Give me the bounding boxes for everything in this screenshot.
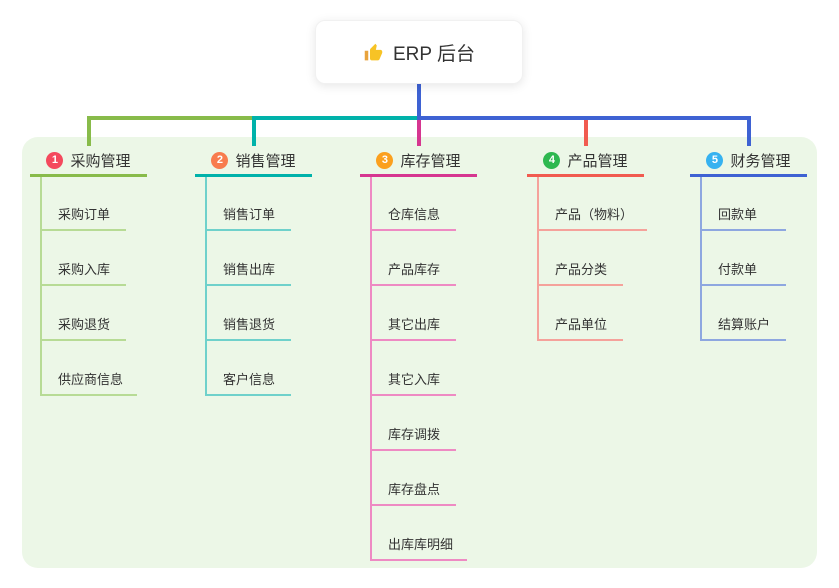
child-topic-label: 其它入库 — [388, 372, 441, 387]
child-topic[interactable]: 采购订单 — [40, 177, 126, 231]
child-topic[interactable]: 客户信息 — [205, 341, 291, 396]
child-topic[interactable]: 采购退货 — [40, 286, 126, 341]
branch-number-badge: 4 — [543, 151, 561, 169]
branch-connector-line — [205, 177, 207, 396]
branch-connector-line — [700, 177, 702, 341]
branch-topic-label: 财务管理 — [730, 152, 791, 170]
child-topic[interactable]: 其它出库 — [370, 286, 456, 341]
connector-line — [251, 116, 421, 120]
child-topic-label: 供应商信息 — [58, 372, 124, 387]
child-topic-label: 出库库明细 — [388, 537, 454, 552]
child-topic-label: 库存调拨 — [388, 427, 441, 442]
branch-children: 产品（物料） 产品分类产品单位 — [537, 177, 648, 341]
branch-column-2: 2 销售管理 销售订单销售出库销售退货客户信息 — [195, 146, 312, 396]
child-topic-label: 库存盘点 — [388, 482, 441, 497]
branch-topic-label: 销售管理 — [235, 152, 296, 170]
child-topic-label: 产品（物料） — [555, 207, 634, 222]
child-topic[interactable]: 产品分类 — [537, 231, 623, 286]
child-topic[interactable]: 产品单位 — [537, 286, 623, 341]
branch-number-badge: 5 — [706, 151, 724, 169]
branch-children: 采购订单采购入库采购退货供应商信息 — [40, 177, 138, 396]
child-topic[interactable]: 库存调拨 — [370, 396, 456, 451]
child-topic[interactable]: 库存盘点 — [370, 451, 456, 506]
connector-line — [86, 120, 91, 146]
branch-children: 回款单付款单结算账户 — [700, 177, 786, 341]
root-node[interactable]: ERP 后台 — [315, 20, 523, 84]
child-topic-label: 采购订单 — [58, 207, 111, 222]
child-topic-label: 采购退货 — [58, 317, 111, 332]
child-topic[interactable]: 供应商信息 — [40, 341, 138, 396]
branch-column-1: 1 采购管理 采购订单采购入库采购退货供应商信息 — [30, 146, 147, 396]
child-topic-label: 客户信息 — [223, 372, 276, 387]
branches-panel — [22, 137, 817, 568]
child-topic[interactable]: 销售订单 — [205, 177, 291, 231]
branch-column-5: 5 财务管理 回款单付款单结算账户 — [690, 146, 807, 341]
child-topic[interactable]: 其它入库 — [370, 341, 456, 396]
child-topic[interactable]: 产品库存 — [370, 231, 456, 286]
child-topic[interactable]: 销售出库 — [205, 231, 291, 286]
branch-connector-line — [537, 177, 539, 341]
connector-line — [746, 120, 751, 146]
child-topic[interactable]: 出库库明细 — [370, 506, 468, 561]
child-topic-label: 付款单 — [718, 262, 758, 277]
connector-line — [86, 116, 254, 120]
child-topic-label: 产品分类 — [555, 262, 608, 277]
branch-topic[interactable]: 4 产品管理 — [527, 146, 644, 177]
root-title: ERP 后台 — [392, 43, 475, 65]
child-topic[interactable]: 回款单 — [700, 177, 786, 231]
branch-number-badge: 1 — [46, 151, 64, 169]
branch-connector-line — [40, 177, 42, 396]
child-topic[interactable]: 付款单 — [700, 231, 786, 286]
child-topic-label: 采购入库 — [58, 262, 111, 277]
branch-topic[interactable]: 5 财务管理 — [690, 146, 807, 177]
child-topic-label: 其它出库 — [388, 317, 441, 332]
branch-connector-line — [370, 177, 372, 561]
branch-column-4: 4 产品管理 产品（物料） 产品分类产品单位 — [527, 146, 648, 341]
branch-topic-label: 产品管理 — [567, 152, 628, 170]
branch-topic[interactable]: 2 销售管理 — [195, 146, 312, 177]
child-topic-label: 仓库信息 — [388, 207, 441, 222]
child-topic[interactable]: 采购入库 — [40, 231, 126, 286]
branch-children: 仓库信息产品库存其它出库其它入库库存调拨库存盘点出库库明细 — [370, 177, 468, 561]
branch-topic-label: 采购管理 — [70, 152, 131, 170]
connector-line — [251, 120, 256, 146]
child-topic[interactable]: 销售退货 — [205, 286, 291, 341]
branch-topic[interactable]: 1 采购管理 — [30, 146, 147, 177]
child-topic[interactable]: 仓库信息 — [370, 177, 456, 231]
child-topic-label: 结算账户 — [718, 317, 771, 332]
branch-children: 销售订单销售出库销售退货客户信息 — [205, 177, 291, 396]
branch-topic[interactable]: 3 库存管理 — [360, 146, 477, 177]
connector-line — [416, 120, 421, 146]
thumbs-up-icon — [363, 42, 384, 63]
child-topic-label: 回款单 — [718, 207, 758, 222]
child-topic-label: 销售出库 — [223, 262, 276, 277]
connector-line — [416, 116, 751, 120]
branch-column-3: 3 库存管理 仓库信息产品库存其它出库其它入库库存调拨库存盘点出库库明细 — [360, 146, 477, 561]
child-topic-label: 销售订单 — [223, 207, 276, 222]
connector-line — [416, 84, 421, 120]
branch-number-badge: 3 — [376, 151, 394, 169]
child-topic-label: 销售退货 — [223, 317, 276, 332]
child-topic-label: 产品库存 — [388, 262, 441, 277]
branch-number-badge: 2 — [211, 151, 229, 169]
child-topic-label: 产品单位 — [555, 317, 608, 332]
child-topic[interactable]: 结算账户 — [700, 286, 786, 341]
child-topic[interactable]: 产品（物料） — [537, 177, 648, 231]
connector-line — [583, 120, 588, 146]
branch-topic-label: 库存管理 — [400, 152, 461, 170]
